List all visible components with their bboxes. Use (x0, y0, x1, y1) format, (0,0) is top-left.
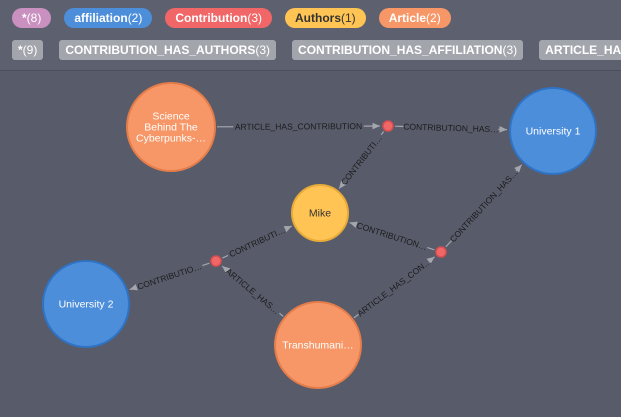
node-circle[interactable] (42, 260, 130, 348)
relationship-types-row: *(9)CONTRIBUTION_HAS_AUTHORS(3)CONTRIBUT… (12, 40, 621, 60)
edge-line-arrow[interactable] (283, 225, 293, 233)
edge-line-arrow[interactable] (338, 180, 347, 189)
node-circle[interactable] (126, 82, 216, 172)
label-pill-count: (1) (341, 11, 356, 25)
rel-type-chip-article-has[interactable]: ARTICLE_HAS (539, 40, 621, 60)
rel-type-count: (9) (22, 43, 38, 57)
rel-type-chip-contribution-has-affiliation[interactable]: CONTRIBUTION_HAS_AFFILIATION(3) (292, 40, 524, 60)
edge-line-arrow[interactable] (221, 265, 231, 274)
edge-label: CONTRIBUTI… (228, 225, 287, 259)
edge-line-arrow[interactable] (426, 256, 435, 265)
label-pill-contribution[interactable]: Contribution(3) (165, 8, 273, 28)
edge-label: CONTRIBUTION_HAS… (403, 121, 499, 134)
label-pill-name: Authors (295, 11, 342, 25)
node-caption: Cyberpunks-… (136, 133, 206, 145)
node-affiliation-uni1[interactable]: University 1 (509, 87, 597, 175)
node-circle[interactable] (274, 301, 362, 389)
node-caption: University 2 (59, 299, 114, 311)
graph-canvas[interactable]: ARTICLE_HAS_CONTRIBUTION CONTRIBUTION_HAS… (0, 71, 621, 417)
node-circle[interactable] (291, 184, 349, 242)
edge-line[interactable] (445, 240, 453, 248)
label-pill-count: (2) (426, 11, 441, 25)
label-pill-count: (3) (247, 11, 263, 25)
edge-line[interactable] (427, 247, 435, 251)
node-caption: University 1 (526, 126, 581, 138)
node-circle[interactable] (210, 255, 222, 267)
node-contribution-c3[interactable] (435, 246, 447, 258)
node-article-trans[interactable]: Transhumani… (274, 301, 362, 389)
node-contribution-c2[interactable] (210, 255, 222, 267)
label-pill-article[interactable]: Article(2) (378, 8, 451, 28)
edge-label: CONTRIBUTION… (356, 220, 429, 252)
edge-line-arrow[interactable] (129, 283, 138, 291)
label-pill-all[interactable]: *(8) (12, 8, 52, 28)
node-caption: Behind The (144, 122, 198, 134)
label-pill-count: (8) (26, 11, 42, 25)
node-circle[interactable] (382, 120, 394, 132)
label-pill-name: * (22, 11, 27, 25)
node-contribution-c1[interactable] (382, 120, 394, 132)
edge-label: ARTICLE_HAS_CON… (355, 256, 433, 318)
edge-label: ARTICLE_HAS_CONTRIBUTION (235, 121, 362, 132)
node-labels-row: *(8)affiliation(2)Contribution(3)Authors… (12, 8, 451, 28)
edge-line[interactable] (279, 312, 284, 317)
rel-type-name: CONTRIBUTION_HAS_AUTHORS (65, 43, 256, 57)
rel-type-chip-all[interactable]: *(9) (12, 40, 44, 60)
edge-label: ARTICLE_HAS… (224, 266, 282, 316)
rel-type-name: CONTRIBUTION_HAS_AFFILIATION (298, 43, 503, 57)
edge-line[interactable] (202, 262, 210, 267)
edge-line[interactable] (380, 131, 385, 136)
rel-type-count: (3) (502, 43, 518, 57)
edge-line-arrow[interactable] (514, 164, 523, 173)
node-circle[interactable] (435, 246, 447, 258)
node-circle[interactable] (509, 87, 597, 175)
edge-line-arrow[interactable] (349, 221, 358, 229)
rel-type-name: * (18, 43, 23, 57)
edge-label: CONTRIBUTIO… (136, 261, 203, 292)
edge-label: CONTRIBUTION_HAS… (448, 167, 520, 244)
node-authors-mike[interactable]: Mike (291, 184, 349, 242)
node-caption: Mike (309, 208, 331, 220)
rel-type-chip-contribution-has-authors[interactable]: CONTRIBUTION_HAS_AUTHORS(3) (59, 40, 277, 60)
edge-line[interactable] (222, 254, 229, 259)
graph-toolbar: *(8)affiliation(2)Contribution(3)Authors… (0, 0, 621, 71)
edge-label: CONTRIBUTI… (339, 133, 384, 187)
label-pill-count: (2) (127, 11, 143, 25)
node-caption: Transhumani… (282, 340, 353, 352)
rel-type-name: ARTICLE_HAS (545, 43, 621, 57)
edge-line[interactable] (353, 313, 359, 319)
rel-type-count: (3) (255, 43, 271, 57)
label-pill-authors[interactable]: Authors(1) (285, 8, 366, 28)
node-caption: Science (152, 111, 190, 123)
label-pill-name: Contribution (175, 11, 248, 25)
label-pill-name: affiliation (74, 11, 128, 25)
node-affiliation-uni2[interactable]: University 2 (42, 260, 130, 348)
label-pill-name: Article (388, 11, 427, 25)
label-pill-affiliation[interactable]: affiliation(2) (64, 8, 153, 28)
